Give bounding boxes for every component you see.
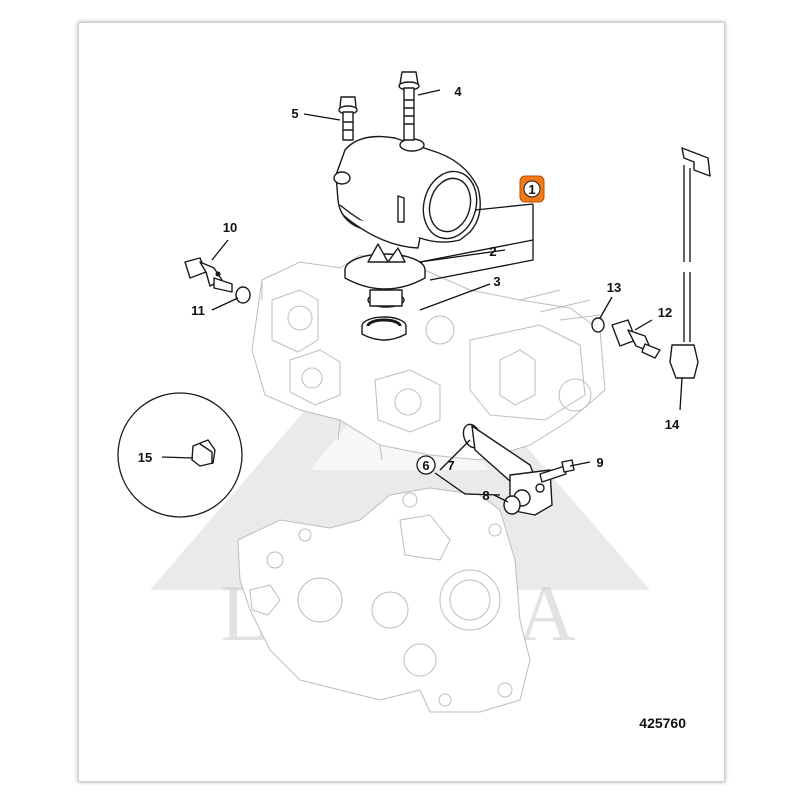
callout-5[interactable]: 5 [291,106,298,121]
timing-cover [237,487,531,713]
o-ring-13 [591,317,605,333]
callout-2[interactable]: 2 [489,244,496,259]
o-ring-8 [503,495,521,515]
callout-labels: 1 2 3 4 5 6 7 8 9 10 11 12 13 14 15 [138,84,680,503]
wiring-harness [669,147,711,379]
callout-6[interactable]: 6 [422,458,429,473]
reference-number: 425760 [639,715,686,731]
bolt-4 [398,71,420,141]
callout-10[interactable]: 10 [223,220,237,235]
callout-8[interactable]: 8 [482,488,489,503]
callout-14[interactable]: 14 [665,417,680,432]
callout-9[interactable]: 9 [596,455,603,470]
thermostat [344,243,426,308]
seal-ring [361,316,407,341]
thermostat-housing [333,135,481,249]
leader-lines [161,89,683,503]
bolt-9 [539,459,575,483]
callout-12[interactable]: 12 [658,305,672,320]
detail-circle [117,392,243,518]
bolt-5 [338,96,358,141]
temperature-sender [184,257,233,293]
callout-15[interactable]: 15 [138,450,152,465]
callout-11[interactable]: 11 [191,303,205,318]
temperature-switch [611,319,661,359]
o-ring-11 [235,286,251,304]
callout-7[interactable]: 7 [447,458,454,473]
callout-1[interactable]: 1 [528,182,535,197]
callout-4[interactable]: 4 [454,84,462,99]
callout-3[interactable]: 3 [493,274,500,289]
callout-13[interactable]: 13 [607,280,621,295]
